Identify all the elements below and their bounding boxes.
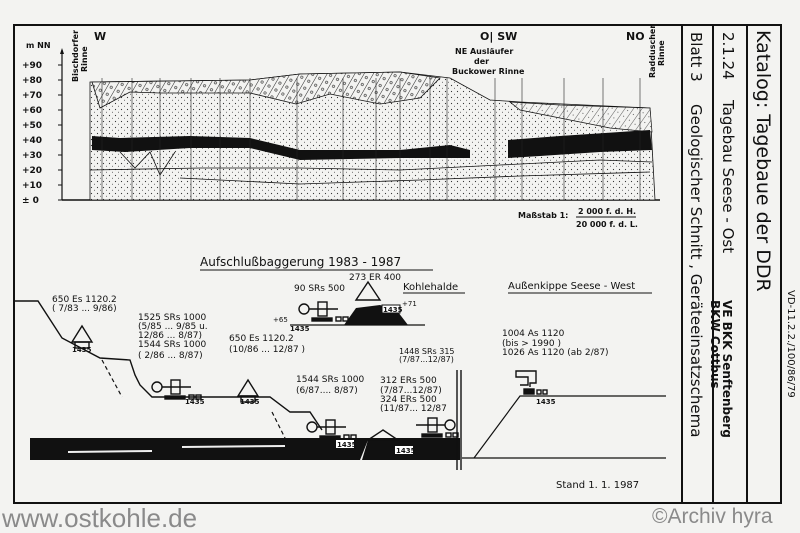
spreader-icon (354, 280, 382, 301)
svg-text:Rinne: Rinne (657, 40, 666, 66)
svg-text:(10/86 ... 12/87 ): (10/86 ... 12/87 ) (229, 345, 305, 355)
dump-profile (473, 395, 666, 459)
watermark-archive: ©Archiv hyra (652, 505, 773, 528)
track-gauge: 1435 (396, 447, 416, 455)
aussenkippe-label: Außenkippe Seese - West (508, 281, 635, 292)
axis-tick-label: +10 (22, 181, 42, 191)
svg-text:der: der (474, 57, 489, 66)
axis-tick-label: +30 (22, 151, 42, 161)
coal-seam-west (92, 136, 470, 160)
machine-label: 1026 As 1120 (ab 2/87) (502, 348, 609, 358)
axis-tick-label: ± 0 (22, 196, 39, 206)
svg-text:(5/85 ... 9/85 u.: (5/85 ... 9/85 u. (138, 322, 208, 332)
pit-profile (14, 300, 323, 431)
radduscher-label: Radduscher (648, 25, 657, 78)
svg-text:Rinne: Rinne (80, 46, 89, 72)
owner-line2: BKW Cottbus (708, 300, 722, 389)
sheet-number: Blatt 3 (687, 32, 705, 82)
svg-text:Buckower Rinne: Buckower Rinne (452, 67, 525, 76)
axis-tick-label: +90 (22, 61, 42, 71)
spreader-icon (236, 378, 260, 397)
svg-text:(bis > 1990 ): (bis > 1990 ) (502, 339, 561, 349)
scale-label: Maßstab 1: (518, 211, 568, 220)
track-gauge: 1435 (536, 398, 556, 406)
direction-west: W (94, 30, 106, 43)
machine-label: 1544 SRs 1000 (296, 375, 364, 385)
track-gauge: 1435 (72, 346, 92, 354)
wagon-icon (240, 395, 256, 403)
axis-tick-label: +40 (22, 136, 42, 146)
mine-name: Tagebau Seese - Ost (719, 99, 737, 253)
machine-label: 273 ER 400 (349, 273, 401, 283)
axis-tick-label: +70 (22, 91, 42, 101)
machine-label: 650 Es 1120.2 (52, 295, 117, 305)
svg-text:12/86 ... 8/87): 12/86 ... 8/87) (138, 331, 202, 341)
scheme-title: Aufschlußbaggerung 1983 - 1987 (200, 255, 401, 269)
till-layer-east (508, 101, 653, 133)
svg-text:+65: +65 (273, 316, 288, 324)
axis-tick-label: +50 (22, 121, 42, 131)
axis-tick-label: +60 (22, 106, 42, 116)
track-gauge: 1435 (290, 325, 310, 333)
track-gauge: 1435 (383, 306, 403, 314)
direction-o-sw: O| SW (480, 30, 517, 43)
spreader-icon (70, 324, 94, 343)
svg-text:(7/87...12/87): (7/87...12/87) (380, 386, 442, 396)
track-gauge: 1435 (185, 398, 205, 406)
track-gauge: 1435 (240, 398, 260, 406)
stacker-icon (515, 370, 537, 387)
watermark-website: www.ostkohle.de (2, 503, 198, 533)
svg-text:( 7/83 ... 9/86): ( 7/83 ... 9/86) (52, 304, 117, 314)
scale-height: 2 000 f. d. H. (578, 207, 636, 216)
machine-label: 90 SRs 500 (294, 284, 345, 294)
svg-text:(7/87...12/87): (7/87...12/87) (399, 355, 454, 364)
machine-label: 1004 As 1120 (502, 329, 565, 339)
svg-text:+71: +71 (402, 300, 417, 308)
catalog-number: 2.1.24 (719, 32, 737, 80)
till-layer (91, 71, 441, 109)
machine-label: 1544 SRs 1000 (138, 340, 206, 350)
svg-text:( 2/86 ... 8/87): ( 2/86 ... 8/87) (138, 351, 203, 361)
axis-tick-label: +20 (22, 166, 42, 176)
kohlehalde-label: Kohlehalde (403, 282, 458, 293)
axis-tick-label: +80 (22, 76, 42, 86)
axis-unit: m NN (26, 41, 51, 50)
stand-date: Stand 1. 1. 1987 (556, 480, 639, 491)
svg-text:(11/87... 12/87: (11/87... 12/87 (380, 404, 447, 414)
bischdorf-label: Bischdorfer (71, 30, 80, 82)
machine-label: 1525 SRs 1000 (138, 313, 206, 323)
spreader-icon (365, 429, 401, 441)
reference-number: VD-11.2.2./100/86/79 (785, 290, 796, 398)
machine-label: 1448 SRs 315 (399, 347, 455, 356)
outer-frame (13, 24, 782, 504)
equipment-scheme: Aufschlußbaggerung 1983 - 1987 Kohlehald… (14, 255, 666, 491)
sheet-subject: Geologischer Schnitt , Geräteeinsatzsche… (687, 104, 705, 437)
geological-section: m NN +90 +80 +70 +60 +50 +40 +30 +20 +10 ± 0 W O|… (22, 25, 666, 229)
owner-line1: VE BKK Senftenberg (720, 300, 734, 438)
machine-label: 650 Es 1120.2 (229, 334, 294, 344)
machine-label: 324 ERs 500 (380, 395, 437, 405)
track-gauge: 1435 (337, 441, 357, 449)
catalog-title: Katalog: Tagebaue der DDR (752, 30, 774, 292)
coal-seam-east (508, 130, 652, 158)
scale-length: 20 000 f. d. L. (576, 220, 638, 229)
buckow-label: NE Ausläufer (455, 47, 513, 56)
direction-no: NO (626, 30, 645, 43)
wagon-icon (74, 341, 90, 349)
machine-label: 312 ERs 500 (380, 376, 437, 386)
svg-text:(6/87.... 8/87): (6/87.... 8/87) (296, 386, 358, 396)
